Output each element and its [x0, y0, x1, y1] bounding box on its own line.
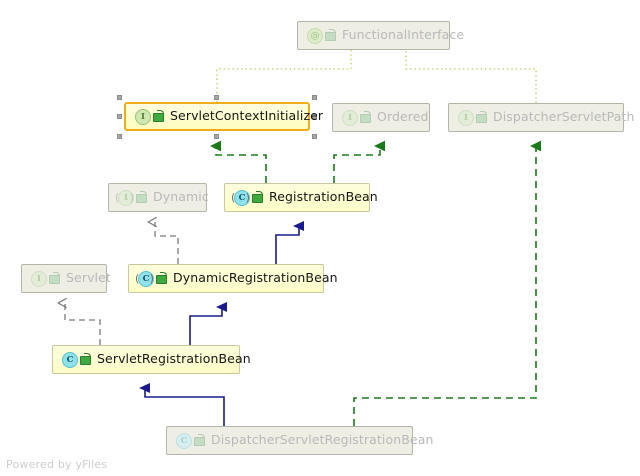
class-icon: C [174, 432, 192, 449]
selection-handle-s[interactable] [214, 134, 219, 139]
edge-annotation-servletcontextinitializer [216, 50, 352, 102]
node-ordered[interactable]: I Ordered [332, 103, 430, 132]
yfiles-watermark: Powered by yFiles [6, 458, 108, 471]
public-lock-icon [325, 29, 336, 42]
node-label: RegistrationBean [269, 189, 378, 205]
class-abstract-icon: ( C ) [231, 189, 250, 206]
node-functional-interface[interactable]: @ FunctionalInterface [297, 21, 464, 50]
interface-icon: I [29, 270, 47, 287]
public-lock-icon [194, 434, 205, 447]
public-lock-icon [156, 272, 167, 285]
selection-handle-sw[interactable] [117, 134, 122, 139]
class-icon: C [60, 351, 78, 368]
node-registration-bean[interactable]: ( C ) RegistrationBean [224, 183, 378, 212]
edge-dependency-servletregistrationbean-servlet [65, 303, 101, 345]
edge-realization-registrationbean-servletcontextinitializer [216, 146, 267, 183]
public-lock-icon [252, 191, 263, 204]
interface-icon: I [133, 108, 151, 125]
node-servlet[interactable]: I Servlet [21, 264, 111, 293]
node-label: Servlet [66, 270, 111, 286]
node-label: DispatcherServletPath [493, 109, 635, 125]
node-label: Dynamic [153, 189, 209, 205]
selection-handle-nw[interactable] [117, 95, 122, 100]
public-lock-icon [80, 353, 91, 366]
public-lock-icon [136, 191, 147, 204]
selection-handle-ne[interactable] [312, 95, 317, 100]
selection-handle-e[interactable] [312, 114, 317, 119]
node-label: FunctionalInterface [342, 27, 465, 43]
node-label: DispatcherServletRegistrationBean [211, 432, 434, 448]
edge-generalization-dispatcherservletregistrationbean-servletregistrationbean [139, 382, 225, 426]
public-lock-icon [153, 110, 164, 123]
edge-dependency-dynamicregistrationbean-dynamic [155, 222, 179, 264]
node-dispatcher-servlet-registration-bean[interactable]: C DispatcherServletRegistrationBean [166, 426, 433, 455]
node-label: DynamicRegistrationBean [173, 270, 338, 286]
public-lock-icon [476, 111, 487, 124]
node-servlet-registration-bean[interactable]: C ServletRegistrationBean [52, 345, 251, 374]
selection-handle-se[interactable] [312, 134, 317, 139]
interface-icon: I [340, 109, 358, 126]
node-label: ServletContextInitializer [170, 108, 324, 124]
edge-annotation-dispatcherservletpath [405, 50, 537, 103]
selection-handle-n[interactable] [214, 95, 219, 100]
class-abstract-icon: ( C ) [135, 270, 154, 287]
edge-realization-registrationbean-ordered [333, 146, 380, 183]
node-servlet-context-initializer[interactable]: I ServletContextInitializer [124, 102, 323, 131]
public-lock-icon [360, 111, 371, 124]
node-dispatcher-servlet-path[interactable]: I DispatcherServletPath [448, 103, 634, 132]
interface-abstract-icon: ( I ) [115, 189, 134, 206]
interface-icon: I [456, 109, 474, 126]
edge-generalization-servletregistrationbean-dynamicregistrationbean [189, 301, 227, 345]
node-label: Ordered [377, 109, 429, 125]
public-lock-icon [49, 272, 60, 285]
edge-realization-dispatcherservletregistrationbean-dispatcherservletpath [353, 146, 536, 426]
edge-generalization-dynamicregistrationbean-registrationbean [275, 220, 304, 264]
node-dynamic[interactable]: ( I ) Dynamic [108, 183, 209, 212]
selection-handle-w[interactable] [117, 114, 122, 119]
node-label: ServletRegistrationBean [97, 351, 251, 367]
annotation-icon: @ [305, 27, 323, 44]
node-dynamic-registration-bean[interactable]: ( C ) DynamicRegistrationBean [128, 264, 338, 293]
